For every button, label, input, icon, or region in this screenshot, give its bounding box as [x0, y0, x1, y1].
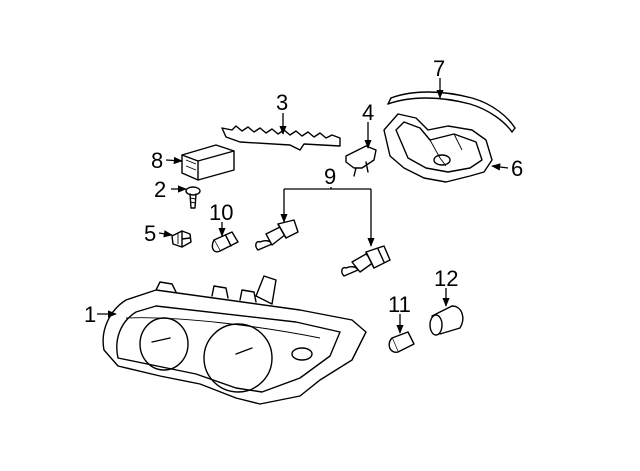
leader-5: [158, 230, 173, 238]
housing-cover-part: [383, 113, 493, 183]
callout-9: 9: [324, 164, 336, 189]
headlight-bulb-lower-part: [341, 245, 391, 277]
clip-bracket-part: [345, 145, 377, 177]
gasket-strip-part: [387, 91, 516, 133]
callout-labels: 1 2 3 4 5 6 7 8 9 10 11 12: [84, 56, 523, 327]
callout-6: 6: [511, 156, 523, 181]
callout-2: 2: [154, 177, 166, 202]
leader-lines: [97, 78, 509, 334]
callout-12: 12: [434, 266, 458, 291]
callout-3: 3: [276, 90, 288, 115]
leader-9-bar: [284, 187, 371, 190]
screw-part: [185, 186, 201, 209]
callout-4: 4: [362, 100, 374, 125]
callout-10: 10: [209, 200, 233, 225]
headlight-bulb-upper-part: [255, 219, 299, 251]
small-bulb-11-part: [388, 331, 415, 353]
bulb-socket-part: [429, 305, 464, 336]
leader-6: [491, 163, 509, 171]
callout-7: 7: [433, 56, 445, 81]
headlamp-assembly-part: [102, 275, 367, 405]
mounting-bracket-part: [221, 125, 341, 151]
callout-5: 5: [144, 221, 156, 246]
small-bulb-10-part: [211, 231, 239, 253]
callout-1: 1: [84, 302, 96, 327]
control-module-part: [181, 144, 235, 181]
callout-11: 11: [388, 292, 411, 317]
callout-8: 8: [151, 148, 163, 173]
bolt-part: [171, 230, 192, 248]
leader-8: [165, 156, 183, 165]
